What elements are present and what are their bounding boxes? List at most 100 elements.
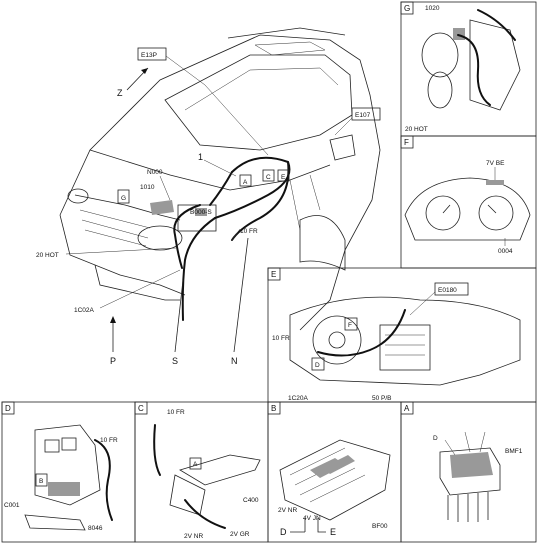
label-bf00: BF00 (372, 523, 388, 530)
headlight (137, 225, 183, 251)
label-g: G (121, 195, 126, 202)
label-1010: 1010 (140, 184, 155, 191)
label-e-d: D (315, 362, 320, 369)
label-c-a: A (193, 461, 198, 468)
zone-label-p: P (110, 356, 116, 366)
panel-e-letter: E (271, 270, 276, 279)
label-bmf1: BMF1 (505, 448, 523, 455)
connector-block (439, 447, 501, 496)
harness-branch-2 (209, 171, 233, 206)
fuse-box (279, 439, 391, 521)
label-n000: N000 (147, 169, 163, 176)
connector-1010 (150, 200, 174, 215)
zone-label-s: S (172, 356, 178, 366)
panel-a-letter: A (404, 404, 410, 413)
harness-main (214, 156, 291, 219)
connector-g (117, 189, 130, 204)
wheel-arch (299, 215, 346, 271)
panel-c-letter: C (138, 404, 144, 413)
relay-block (34, 424, 101, 506)
label-b-d: D (280, 527, 287, 537)
gauge-left (425, 195, 461, 231)
connector-4v-jn (322, 455, 355, 474)
label-8046: 8046 (88, 525, 103, 532)
connector-e (277, 169, 290, 182)
grille-top (74, 194, 181, 221)
sunroof (254, 41, 326, 56)
panel-f-letter: F (404, 138, 409, 147)
panel-g-letter: G (404, 4, 410, 13)
label-50-pb: 50 P/B (372, 395, 392, 402)
column-switch (179, 454, 261, 486)
connector-a (239, 174, 252, 187)
leader-n (233, 237, 249, 353)
callout-box-e107 (351, 107, 381, 121)
panel-f-frame (400, 135, 537, 269)
label-7v-be: 7V BE (486, 160, 505, 167)
panel-e: E F D E0180 10 FR 1C20A 50 P/B (267, 267, 537, 403)
panel-g: G 1020 20 HOT (400, 1, 537, 137)
car-body-outline (59, 34, 381, 331)
label-a-d: D (433, 435, 438, 442)
label-1c20a: 1C20A (288, 395, 309, 402)
label-e-10-fr: 10 FR (272, 335, 290, 342)
label-1: 1 (198, 152, 203, 162)
panel-g-frame (400, 1, 537, 137)
label-d-b: B (39, 478, 43, 485)
car-roof (227, 27, 346, 39)
instrument-cluster (404, 177, 531, 241)
center-console (379, 324, 431, 371)
steering-wheel (312, 315, 362, 365)
panel-b: B 2V NR 4V JN BF00 D E (267, 401, 402, 543)
headlight-left (67, 188, 89, 204)
label-d-10-fr: 10 FR (100, 437, 118, 444)
dashboard (289, 296, 521, 386)
harness-side (231, 161, 290, 241)
zone-label-n: N (231, 356, 238, 366)
label-a: A (243, 179, 248, 186)
leader-s (174, 279, 184, 353)
grille (79, 209, 151, 247)
label-1c02a: 1C02A (74, 307, 95, 314)
label-c-2v-gr: 2V GR (230, 531, 250, 538)
connector-bmf1 (450, 452, 493, 478)
label-20-hot: 20 HOT (36, 252, 59, 259)
connector-b000 (195, 208, 207, 216)
label-c-2v-nr: 2V NR (184, 533, 203, 540)
label-c-10-fr: 10 FR (167, 409, 185, 416)
panel-d-letter: D (5, 404, 11, 413)
panel-f: F 7V BE 0004 (400, 135, 537, 269)
connector-c (262, 169, 275, 182)
label-c: C (266, 174, 271, 181)
panel-b-frame (267, 401, 402, 543)
panel-d: D 10 FR B C001 8046 (1, 401, 136, 543)
label-e0180: E0180 (438, 287, 457, 294)
label-e107: E107 (355, 112, 371, 119)
car-windshield (164, 54, 353, 151)
label-c001: C001 (4, 502, 20, 509)
panel-d-frame (1, 401, 136, 543)
panel-b-letter: B (271, 404, 276, 413)
label-e13p: E13P (141, 52, 157, 59)
panel-c: C A 10 FR C400 2V NR 2V GR (134, 401, 269, 543)
callout-box-e13p (137, 47, 167, 61)
label-c400: C400 (243, 497, 259, 504)
main-view: A C E G E13P E107 N000 1010 B000-S 20 HO… (36, 27, 381, 366)
gauge-right (478, 195, 514, 231)
label-b-2v-nr: 2V NR (278, 507, 297, 514)
panel-a: A D BMF1 (400, 401, 537, 543)
label-g-20-hot: 20 HOT (405, 126, 428, 133)
connector-c001 (48, 482, 80, 496)
harness-down (181, 217, 216, 321)
car-bumper (59, 214, 186, 296)
panel-g-component (421, 32, 459, 78)
callout-box-e0180 (434, 282, 469, 296)
hood-line (89, 149, 331, 191)
label-b-e: E (330, 527, 336, 537)
panel-a-frame (400, 401, 537, 543)
zone-label-z: Z (117, 88, 123, 98)
connector-f (344, 317, 358, 331)
connector-pins (447, 492, 489, 522)
harness-branch (173, 204, 201, 269)
